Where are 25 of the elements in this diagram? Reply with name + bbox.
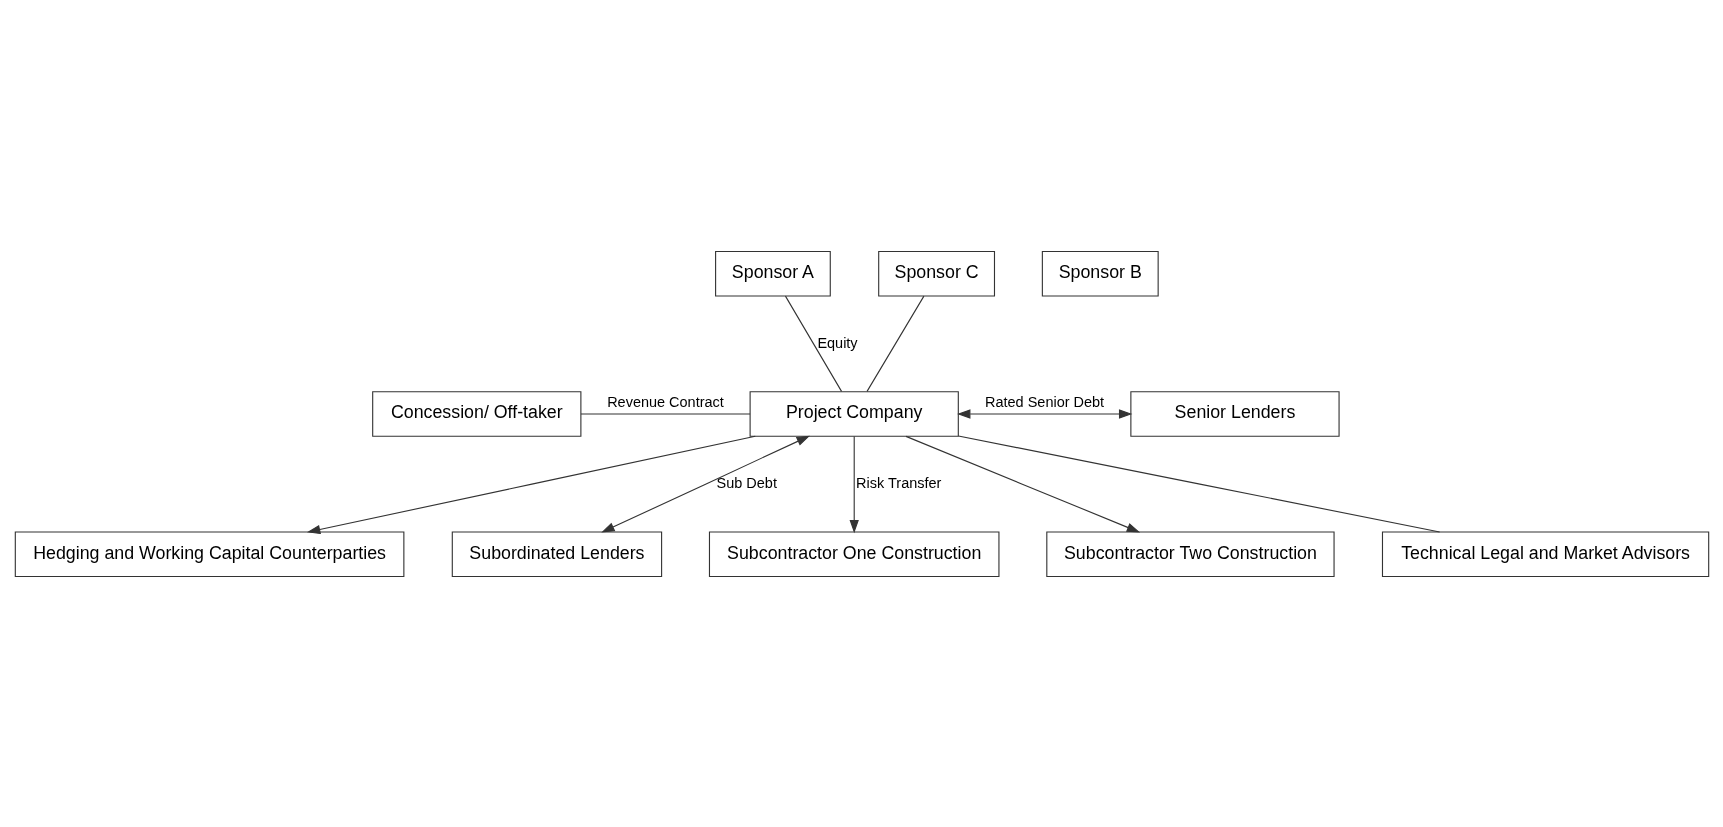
node-box: Subcontractor One Construction xyxy=(708,530,999,577)
edge-label: Revenue Contract xyxy=(606,393,724,410)
node-box: Sponsor B xyxy=(1041,250,1159,297)
arrow xyxy=(600,435,810,533)
edge-label: Sub Debt xyxy=(716,474,777,491)
node-box: Technical Legal and Market Advisors xyxy=(1381,530,1709,577)
node-box: Subordinated Lenders xyxy=(451,530,662,577)
edge-label: Equity xyxy=(816,334,858,351)
node-box: Project Company xyxy=(749,390,959,437)
node-box: Hedging and Working Capital Counterparties xyxy=(14,530,404,577)
node-box: Concession/ Off-taker xyxy=(371,390,581,437)
node-box: Senior Lenders xyxy=(1129,390,1340,437)
connector xyxy=(866,295,924,392)
edge-label: Rated Senior Debt xyxy=(984,393,1104,410)
arrow xyxy=(904,435,1140,532)
node-box: Sponsor C xyxy=(877,250,995,297)
connector xyxy=(957,434,1440,533)
arrow xyxy=(956,408,1132,419)
node-box: Subcontractor Two Construction xyxy=(1045,530,1335,577)
arrow xyxy=(306,435,756,534)
connector xyxy=(784,295,842,392)
node-box: Sponsor A xyxy=(714,250,831,297)
edge-label: Risk Transfer xyxy=(855,474,941,491)
connector xyxy=(579,412,751,415)
arrow xyxy=(849,435,859,533)
